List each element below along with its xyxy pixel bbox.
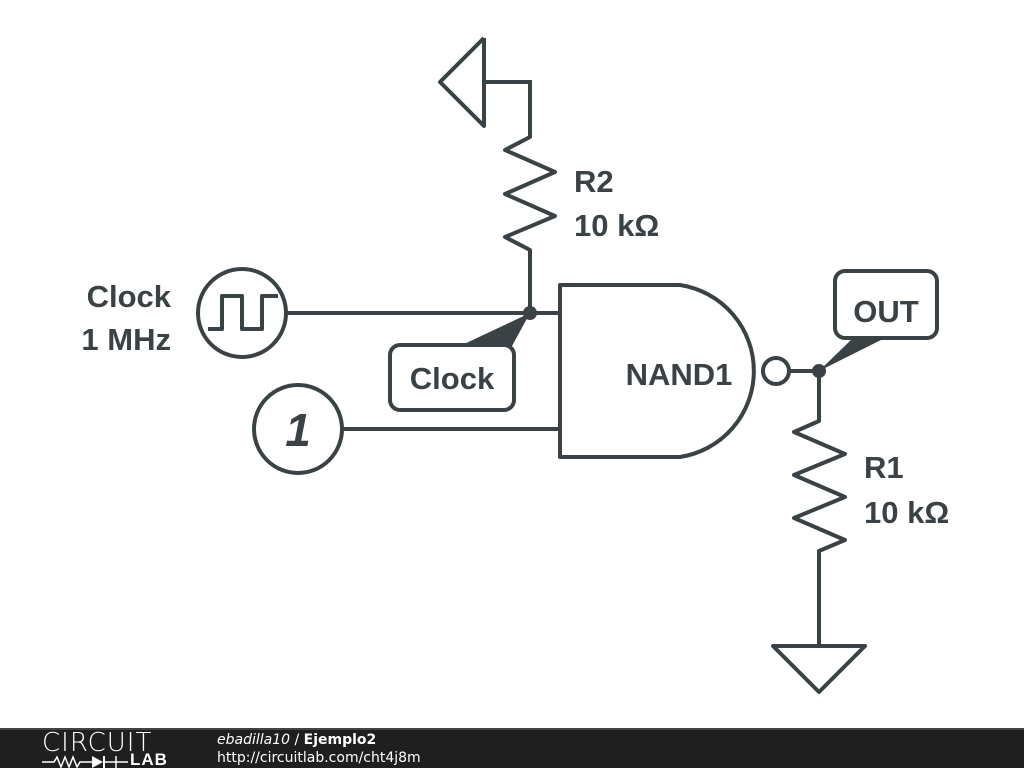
clock-source-frequency: 1 MHz	[81, 322, 171, 357]
resistor-r2[interactable]: R2 10 kΩ	[503, 130, 659, 260]
resistor-r1[interactable]: R1 10 kΩ	[792, 419, 949, 553]
nand-gate-name: NAND1	[626, 357, 733, 392]
footer-author[interactable]: ebadilla10	[217, 732, 291, 748]
r2-value-label: 10 kΩ	[574, 208, 659, 243]
footer-separator: /	[290, 732, 304, 748]
resistor-r1-zigzag	[792, 419, 847, 553]
net-label-clock[interactable]: Clock	[388, 313, 530, 412]
nand-gate[interactable]: NAND1	[558, 283, 791, 459]
net-label-clock-box	[388, 343, 516, 412]
nand-gate-inversion-bubble	[761, 356, 791, 386]
footer-project-name[interactable]: Ejemplo2	[303, 732, 377, 748]
logo-circuit-text: CIRCUIT	[42, 728, 153, 758]
nand-gate-body	[558, 283, 756, 459]
footer-info: ebadilla10 / Ejemplo2 http://circuitlab.…	[217, 731, 421, 767]
ground-triangle-top	[438, 36, 486, 128]
footer-url[interactable]: http://circuitlab.com/cht4j8m	[217, 750, 421, 766]
net-label-out-box	[833, 269, 939, 340]
circuitlab-logo[interactable]: CIRCUIT LAB	[42, 728, 177, 769]
clock-source[interactable]: Clock 1 MHz	[81, 267, 288, 359]
footer-bar: CIRCUIT LAB ebadilla10 / Ejemplo2 http:/…	[0, 728, 1024, 769]
logo-lab-text: LAB	[130, 750, 168, 769]
net-label-out-text: OUT	[853, 294, 919, 329]
wire-ground-to-r2	[482, 80, 532, 132]
r1-name-label: R1	[864, 450, 904, 485]
clock-source-name: Clock	[87, 279, 172, 314]
net-label-clock-text: Clock	[410, 361, 495, 396]
schematic-canvas: R2 10 kΩ Clock 1 MHz Clock 1 NAND1 OUT	[81, 36, 949, 694]
constant-input-value: 1	[285, 404, 311, 456]
net-label-out[interactable]: OUT	[819, 269, 939, 371]
logo-resistor-diode-icon	[42, 754, 128, 769]
square-wave-icon	[208, 294, 278, 331]
ground-symbol-bottom[interactable]	[771, 644, 867, 694]
net-label-clock-pointer	[460, 313, 530, 346]
r1-value-label: 10 kΩ	[864, 495, 949, 530]
resistor-r2-zigzag	[503, 130, 557, 260]
r2-name-label: R2	[574, 164, 614, 199]
net-label-out-pointer	[819, 338, 885, 371]
constant-input[interactable]: 1	[252, 383, 344, 475]
footer-title-line: ebadilla10 / Ejemplo2	[217, 731, 421, 749]
ground-triangle-bottom	[771, 644, 867, 694]
ground-symbol-top[interactable]	[438, 36, 532, 132]
